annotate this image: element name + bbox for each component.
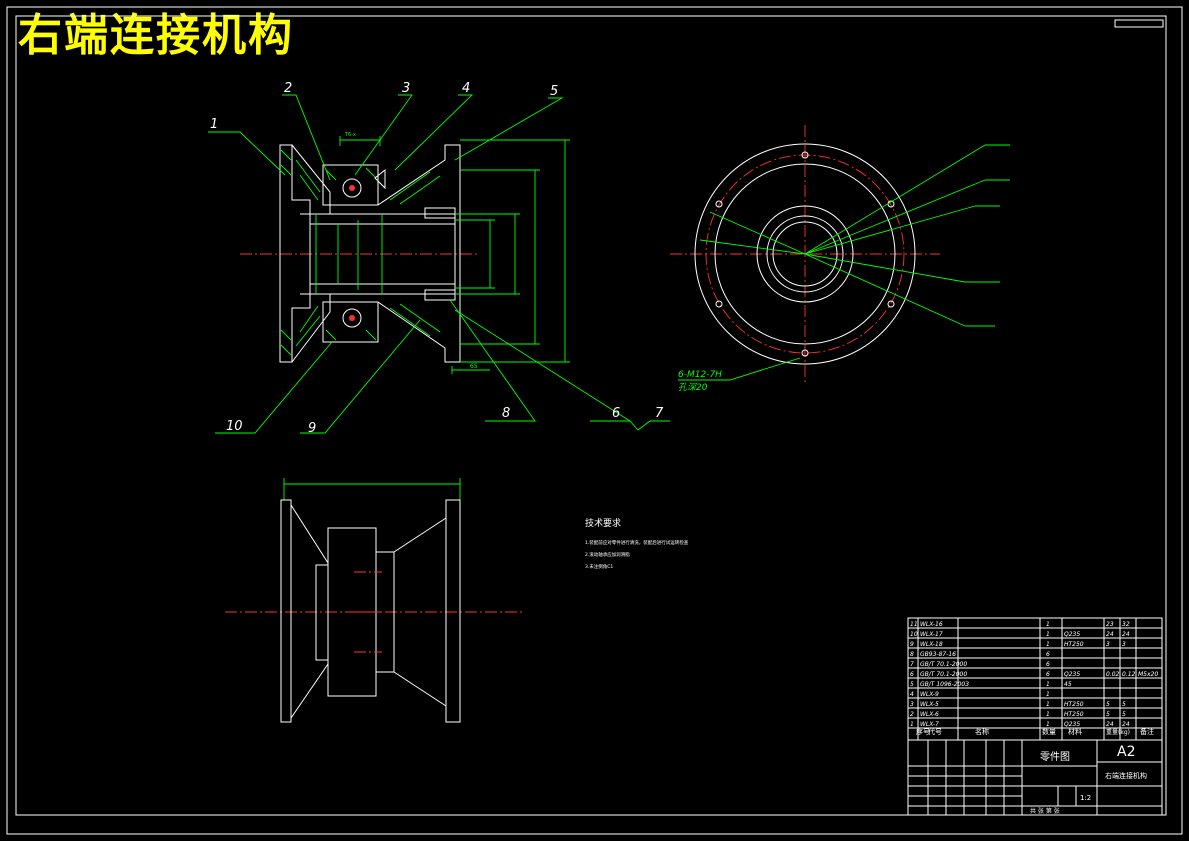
drawing-type: 零件图 bbox=[1040, 751, 1070, 763]
balloon-10: 10 bbox=[226, 419, 243, 434]
thread-note-line2: 孔深20 bbox=[678, 382, 708, 393]
col-weight: 重量(kg) bbox=[1106, 728, 1130, 736]
drawing-title: 右端连接机构 bbox=[18, 10, 294, 61]
balloon-2: 2 bbox=[284, 81, 292, 96]
col-name: 名称 bbox=[975, 727, 989, 736]
col-qty: 数量 bbox=[1042, 727, 1056, 736]
table-cell: 5 bbox=[910, 681, 914, 688]
balloon-7: 7 bbox=[655, 406, 664, 421]
table-cell: 1 bbox=[1046, 621, 1050, 628]
tech-req-heading: 技术要求 bbox=[585, 517, 621, 529]
table-cell: Q235 bbox=[1064, 721, 1080, 728]
table-cell: 24 bbox=[1106, 631, 1114, 638]
col-material: 材料 bbox=[1068, 727, 1082, 736]
table-cell: 24 bbox=[1106, 721, 1114, 728]
table-cell: 4 bbox=[910, 691, 914, 698]
svg-text:65: 65 bbox=[470, 363, 478, 370]
table-cell: 5 bbox=[1122, 701, 1126, 708]
table-cell: 11 bbox=[910, 621, 918, 628]
corner-code-box bbox=[1114, 19, 1164, 28]
table-cell: GB93-87-16 bbox=[920, 651, 956, 658]
col-code: 代号 bbox=[928, 727, 942, 736]
tech-req-item-3: 3.未注倒角C1 bbox=[585, 563, 613, 570]
table-cell: HT250 bbox=[1064, 641, 1084, 648]
balloon-6: 6 bbox=[612, 406, 620, 421]
table-cell: Q235 bbox=[1064, 671, 1080, 678]
table-cell: WLX-5 bbox=[920, 701, 939, 708]
sheet-label: 共 张 第 张 bbox=[1030, 807, 1060, 815]
table-cell: WLX-17 bbox=[920, 631, 943, 638]
table-cell: 5 bbox=[1106, 711, 1110, 718]
balloon-1: 1 bbox=[210, 117, 218, 132]
table-cell: 1 bbox=[1046, 691, 1050, 698]
svg-text:T6-x: T6-x bbox=[344, 132, 356, 138]
side-view bbox=[225, 478, 525, 723]
col-no: 序号 bbox=[916, 727, 930, 736]
drawing-name: 右端连接机构 bbox=[1105, 771, 1147, 780]
table-cell: 6 bbox=[910, 671, 914, 678]
table-cell: 45 bbox=[1064, 681, 1072, 688]
scale: 1:2 bbox=[1080, 794, 1091, 802]
balloon-5: 5 bbox=[550, 84, 558, 99]
table-cell: 8 bbox=[910, 651, 914, 658]
table-cell: M5x20 bbox=[1138, 671, 1158, 678]
table-cell: 32 bbox=[1122, 621, 1130, 628]
table-cell: GB/T 70.1-2000 bbox=[920, 661, 967, 668]
col-remark: 备注 bbox=[1140, 727, 1154, 736]
outer-border bbox=[6, 6, 1183, 835]
table-cell: 1 bbox=[1046, 631, 1050, 638]
balloon-3: 3 bbox=[402, 81, 410, 96]
sheet-size: A2 bbox=[1117, 744, 1135, 760]
table-cell: WLX-16 bbox=[920, 621, 943, 628]
table-cell: 10 bbox=[910, 631, 918, 638]
balloon-8: 8 bbox=[502, 406, 510, 421]
table-cell: 2 bbox=[910, 711, 914, 718]
table-cell: 24 bbox=[1122, 631, 1130, 638]
table-cell: WLX-9 bbox=[920, 691, 939, 698]
balloon-4: 4 bbox=[462, 81, 470, 96]
table-cell: 1 bbox=[1046, 641, 1050, 648]
inner-border bbox=[15, 15, 1167, 816]
table-cell: 7 bbox=[910, 661, 914, 668]
table-cell: 1 bbox=[1046, 681, 1050, 688]
table-cell: 5 bbox=[1122, 711, 1126, 718]
table-cell: 0.12 bbox=[1122, 671, 1136, 678]
thread-note-line1: 6-M12-7H bbox=[678, 370, 722, 380]
table-cell: HT250 bbox=[1064, 701, 1084, 708]
tech-req-item-2: 2.滚动轴承应加润滑脂 bbox=[585, 551, 630, 558]
table-cell: Q235 bbox=[1064, 631, 1080, 638]
table-cell: 1 bbox=[910, 721, 914, 728]
table-cell: WLX-18 bbox=[920, 641, 943, 648]
table-cell: 6 bbox=[1046, 651, 1050, 658]
table-cell: 5 bbox=[1106, 701, 1110, 708]
table-cell: 3 bbox=[1122, 641, 1126, 648]
table-cell: 23 bbox=[1106, 621, 1114, 628]
end-view bbox=[670, 125, 1010, 385]
table-cell: 3 bbox=[1106, 641, 1110, 648]
table-cell: 0.02 bbox=[1106, 671, 1120, 678]
balloon-9: 9 bbox=[308, 421, 316, 436]
table-cell: 6 bbox=[1046, 661, 1050, 668]
section-view: T6-x 65 bbox=[208, 94, 670, 434]
table-cell: 3 bbox=[910, 701, 914, 708]
table-cell: 24 bbox=[1122, 721, 1130, 728]
table-cell: WLX-7 bbox=[920, 721, 939, 728]
table-cell: GB/T 70.1-2000 bbox=[920, 671, 967, 678]
table-cell: GB/T 1096-2003 bbox=[920, 681, 969, 688]
table-cell: 1 bbox=[1046, 701, 1050, 708]
table-cell: WLX-6 bbox=[920, 711, 939, 718]
tech-req-item-1: 1.装配前应对零件进行清洗，装配后进行试运转检查 bbox=[585, 539, 689, 546]
table-cell: HT250 bbox=[1064, 711, 1084, 718]
table-cell: 1 bbox=[1046, 711, 1050, 718]
table-cell: 9 bbox=[910, 641, 914, 648]
table-cell: 6 bbox=[1046, 671, 1050, 678]
table-cell: 1 bbox=[1046, 721, 1050, 728]
